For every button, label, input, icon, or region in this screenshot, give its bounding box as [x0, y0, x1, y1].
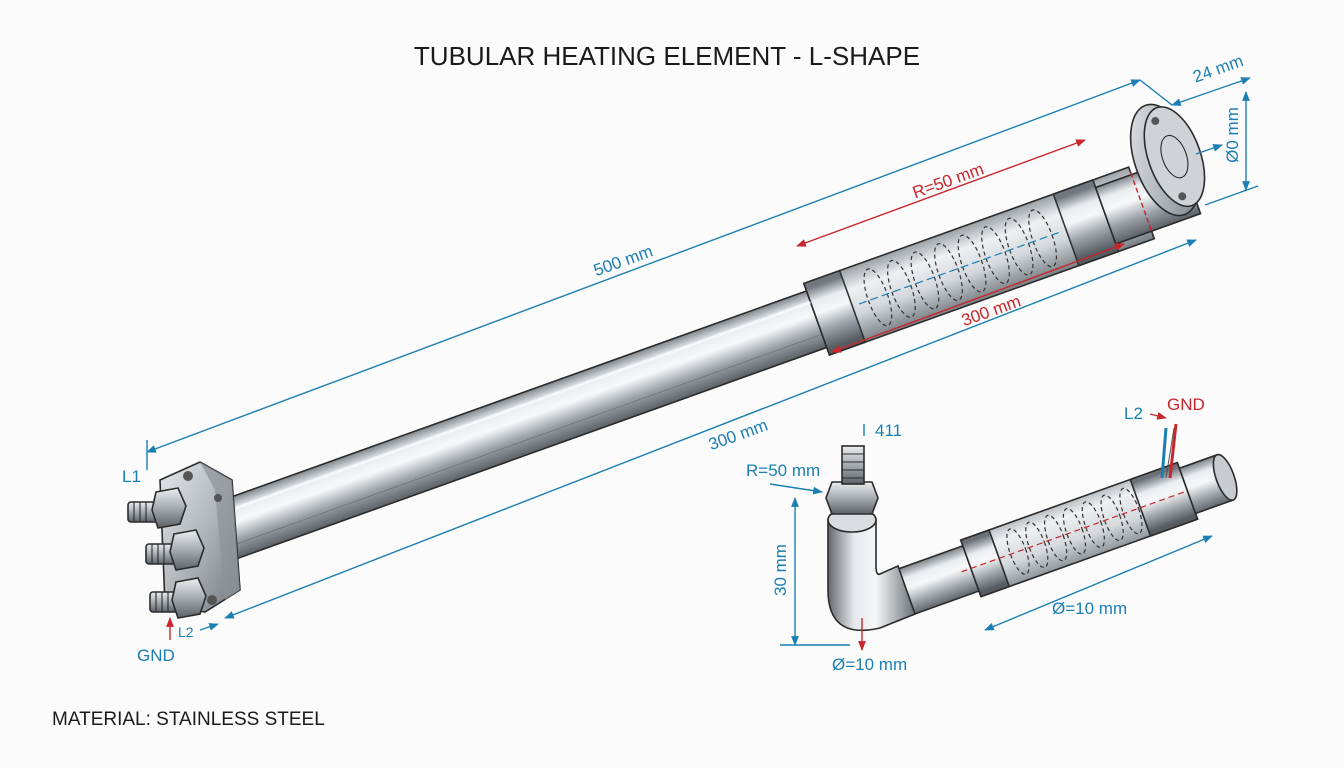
- l-shaped-element: [825, 423, 1238, 632]
- wire-l2: [1160, 427, 1168, 479]
- label-gnd-main: GND: [137, 617, 175, 665]
- svg-text:Ø=10 mm: Ø=10 mm: [832, 655, 907, 674]
- l-terminal-labels: L2 GND: [1124, 395, 1205, 423]
- terminal-bolt-gnd: [149, 577, 207, 619]
- l-nut: [825, 481, 879, 515]
- wire-gnd: [1168, 423, 1178, 479]
- dim-r50-label: R=50 mm: [910, 159, 986, 202]
- material-note: MATERIAL: STAINLESS STEEL: [52, 709, 325, 730]
- terminal-bolt-l1: [127, 487, 187, 529]
- svg-text:L2: L2: [178, 624, 194, 640]
- l-stud: [841, 445, 865, 485]
- svg-text:R=50 mm: R=50 mm: [746, 461, 820, 480]
- dimension-411: 411: [863, 421, 902, 440]
- dim-24mm-label: 24 mm: [1190, 51, 1245, 86]
- svg-text:GND: GND: [137, 646, 175, 665]
- dim-flange-dia-label: Ø0 mm: [1223, 107, 1242, 163]
- label-l2-small: L2: [178, 623, 219, 640]
- dimension-24mm: 24 mm: [1139, 51, 1251, 106]
- dimension-l-vertical: 30 mm: [771, 497, 850, 646]
- dimension-l-bend-radius: R=50 mm: [746, 461, 823, 495]
- dimension-l-diameter-bottom: Ø=10 mm: [832, 618, 907, 674]
- label-gnd: GND: [1167, 395, 1205, 414]
- terminal-bolt-l2: [145, 529, 205, 571]
- svg-text:30 mm: 30 mm: [771, 544, 790, 596]
- dimension-l-diameter-side: Ø=10 mm: [984, 535, 1213, 631]
- dim-300-lower-label: 300 mm: [706, 416, 770, 455]
- dimension-flange-diameter: Ø0 mm: [1195, 91, 1259, 206]
- l-bend: [827, 519, 917, 632]
- label-l2: L2: [1124, 404, 1143, 423]
- svg-text:411: 411: [875, 421, 902, 440]
- label-l1: L1: [122, 467, 141, 486]
- right-flange: [1129, 103, 1206, 217]
- svg-text:Ø=10 mm: Ø=10 mm: [1052, 599, 1127, 618]
- drawing-title: TUBULAR HEATING ELEMENT - L-SHAPE: [414, 41, 920, 71]
